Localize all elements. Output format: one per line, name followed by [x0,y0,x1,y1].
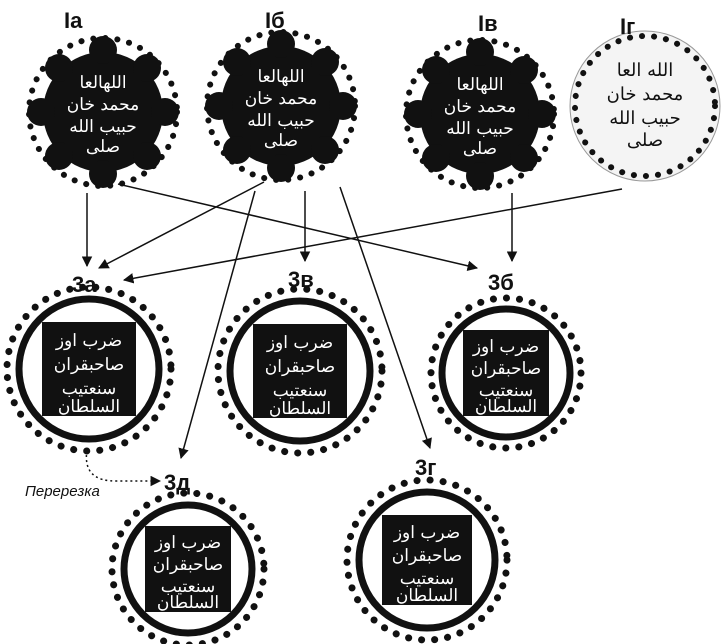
coin-3b: ضرب اوز صاحبقران سنعتيب السلطان [431,298,581,448]
svg-text:محمد خان: محمد خان [444,97,516,117]
svg-text:السلطان: السلطان [396,586,458,606]
svg-text:محمد خان: محمد خان [607,84,684,105]
label-3v: 3в [288,267,314,292]
svg-text:ضرب اوز: ضرب اوز [55,331,122,351]
svg-text:ضرب اوز: ضرب اوز [266,333,333,353]
coin-3g: ضرب اوز صاحبقران سنعتيب السلطان [347,480,507,640]
svg-text:صاحبقران: صاحبقران [153,555,223,575]
label-3d: 3д [164,470,190,495]
svg-text:صلى: صلى [86,137,120,157]
svg-text:ضرب اوز: ضرب اوز [154,533,221,553]
svg-text:اللهالعا: اللهالعا [79,73,126,93]
svg-text:حبيب الله: حبيب الله [69,117,137,137]
svg-text:صاحبقران: صاحبقران [392,546,462,566]
label-3b: 3б [488,270,514,295]
coin-Iv: اللهالعا محمد خان حبيب الله صلى [404,38,556,190]
svg-text:حبيب الله: حبيب الله [446,119,514,139]
svg-text:الله العا: الله العا [617,60,673,81]
label-Iv: Iв [478,11,498,36]
svg-text:صاحبقران: صاحبقران [54,355,124,375]
arrow-3a-3d-recut [86,450,160,481]
svg-text:سنعتيب: سنعتيب [62,379,117,399]
label-Ia: Iа [64,8,83,33]
coin-3a: ضرب اوز صاحبقران سنعتيب السلطان [7,287,171,451]
coin-3d: ضرب اوز صاحبقران سنعتيب السلطان [112,493,264,644]
svg-text:اللهالعا: اللهالعا [257,67,304,87]
svg-text:محمد خان: محمد خان [245,89,317,109]
svg-text:السلطان: السلطان [157,593,219,613]
coin-Ig: الله العا محمد خان حبيب الله صلى [570,31,720,181]
arrow-Ib-3a [99,182,264,268]
label-Ig: Iг [620,14,635,39]
svg-text:السلطان: السلطان [269,399,331,419]
annotation-recut: Перерезка [25,483,100,500]
svg-text:ضرب اوز: ضرب اوز [472,337,539,357]
svg-text:حبيب الله: حبيب الله [609,108,680,129]
label-Ib: Iб [265,8,285,33]
svg-text:حبيب الله: حبيب الله [247,111,315,131]
svg-text:صلى: صلى [264,131,298,151]
svg-text:السلطان: السلطان [475,397,537,417]
svg-text:اللهالعا: اللهالعا [456,75,503,95]
label-3g: 3г [415,455,436,480]
svg-text:صلى: صلى [463,139,497,159]
svg-text:صاحبقران: صاحبقران [471,359,541,379]
label-3a: 3а [72,272,97,297]
svg-text:ضرب اوز: ضرب اوز [393,523,460,543]
svg-text:محمد خان: محمد خان [67,95,139,115]
coin-Ia: اللهالعا محمد خان حبيب الله صلى [27,36,179,188]
coin-Ib: اللهالعا محمد خان حبيب الله صلى [205,30,357,182]
coin-3v: ضرب اوز صاحبقران سنعتيب السلطان [218,289,382,453]
svg-text:صاحبقران: صاحبقران [265,357,335,377]
svg-text:سنعتيب: سنعتيب [273,381,328,401]
svg-text:السلطان: السلطان [58,397,120,417]
svg-text:صلى: صلى [627,130,663,151]
